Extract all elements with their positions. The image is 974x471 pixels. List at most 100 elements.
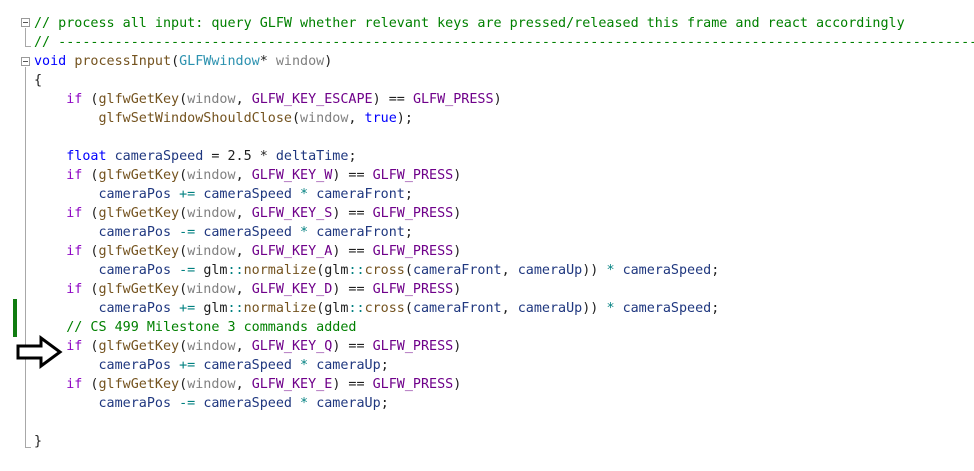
code-token: cameraFront (316, 225, 405, 240)
code-token: * (259, 54, 276, 69)
code-token: , (501, 301, 518, 316)
code-token: )) (582, 301, 607, 316)
code-line[interactable]: cameraPos -= cameraSpeed * cameraFront; (34, 223, 413, 242)
code-token: ( (179, 168, 188, 183)
code-line[interactable]: cameraPos += glm::normalize(glm::cross(c… (34, 299, 720, 318)
code-token: ) == (372, 92, 413, 107)
code-line[interactable]: void processInput(GLFWwindow* window) (34, 52, 332, 71)
code-token (107, 149, 115, 164)
code-token: GLFW_KEY_S (251, 206, 333, 221)
code-token: GLFW_KEY_Q (251, 339, 333, 354)
code-token: } (34, 434, 43, 449)
code-token: glfwGetKey (98, 92, 180, 107)
code-token: window (187, 377, 236, 392)
code-token: window (300, 111, 349, 126)
code-token: ); (396, 111, 413, 126)
code-token: // process all input: query GLFW whether… (34, 16, 905, 31)
code-token: -= (171, 225, 204, 240)
code-line[interactable]: if (glfwGetKey(window, GLFW_KEY_ESCAPE) … (34, 90, 501, 109)
code-line[interactable]: if (glfwGetKey(window, GLFW_KEY_Q) == GL… (34, 337, 461, 356)
code-line[interactable]: cameraPos -= cameraSpeed * cameraUp; (34, 394, 389, 413)
code-token: true (364, 111, 397, 126)
code-line[interactable]: // CS 499 Milestone 3 commands added (34, 318, 356, 337)
code-token (34, 301, 99, 316)
code-token: cameraSpeed (203, 358, 292, 373)
code-token: ( (171, 54, 180, 69)
code-token: // CS 499 Milestone 3 commands added (66, 320, 357, 335)
code-token: ( (82, 206, 99, 221)
code-line[interactable]: if (glfwGetKey(window, GLFW_KEY_A) == GL… (34, 242, 461, 261)
code-token: ( (82, 244, 99, 259)
code-token (34, 92, 66, 107)
code-token (34, 149, 66, 164)
code-token: ) == (332, 282, 373, 297)
code-token: += (171, 301, 204, 316)
code-token: ( (179, 92, 188, 107)
code-token: cameraPos (98, 225, 172, 240)
code-token: window (187, 92, 236, 107)
code-line[interactable]: // process all input: query GLFW whether… (34, 14, 905, 33)
code-token: ; (348, 149, 357, 164)
code-token: , (235, 377, 252, 392)
code-line[interactable]: cameraPos += cameraSpeed * cameraUp; (34, 356, 389, 375)
code-token: ( (316, 301, 325, 316)
code-token: GLFW_PRESS (372, 168, 454, 183)
code-token: cameraFront (412, 301, 502, 316)
code-token: cameraFront (412, 263, 502, 278)
code-line[interactable]: } (34, 432, 42, 451)
code-token: , (235, 282, 252, 297)
code-token: cross (364, 263, 405, 278)
collapse-comment-icon[interactable] (21, 18, 30, 27)
code-token: , (501, 263, 518, 278)
code-line[interactable]: if (glfwGetKey(window, GLFW_KEY_E) == GL… (34, 375, 461, 394)
code-line[interactable]: if (glfwGetKey(window, GLFW_KEY_W) == GL… (34, 166, 461, 185)
code-token: if (66, 168, 83, 183)
code-line[interactable]: if (glfwGetKey(window, GLFW_KEY_D) == GL… (34, 280, 461, 299)
code-token (34, 187, 99, 202)
code-token: -= (171, 263, 204, 278)
code-token: GLFW_KEY_D (251, 282, 333, 297)
code-token (34, 111, 99, 126)
code-token: cross (364, 301, 405, 316)
code-token: ( (404, 301, 413, 316)
code-token: window (187, 339, 236, 354)
code-token: cameraSpeed (203, 187, 292, 202)
code-token: if (66, 339, 83, 354)
code-token (34, 396, 99, 411)
code-token: * (292, 396, 317, 411)
code-token: = 2.5 * (203, 149, 276, 164)
code-token: ) (453, 339, 462, 354)
code-token: ; (711, 301, 720, 316)
code-token: :: (348, 301, 365, 316)
code-token: cameraUp (316, 358, 381, 373)
code-token: window (187, 244, 236, 259)
code-token: ) (324, 54, 333, 69)
code-token: if (66, 206, 83, 221)
code-token: ( (82, 339, 99, 354)
code-token: , (235, 244, 252, 259)
code-line[interactable]: if (glfwGetKey(window, GLFW_KEY_S) == GL… (34, 204, 461, 223)
code-token (615, 263, 623, 278)
code-token: ( (82, 282, 99, 297)
code-line[interactable]: { (34, 71, 42, 90)
code-line[interactable]: cameraPos -= glm::normalize(glm::cross(c… (34, 261, 720, 280)
code-token: , (348, 111, 365, 126)
code-token: cameraPos (98, 263, 172, 278)
code-line[interactable]: float cameraSpeed = 2.5 * deltaTime; (34, 147, 357, 166)
code-token: glm (324, 263, 349, 278)
code-token: ) == (332, 244, 373, 259)
code-line[interactable]: // -------------------------------------… (34, 33, 974, 52)
code-token: normalize (243, 263, 317, 278)
code-token: += (171, 358, 204, 373)
code-line[interactable]: glfwSetWindowShouldClose(window, true); (34, 109, 413, 128)
code-token: ( (82, 168, 99, 183)
code-token: glm (324, 301, 349, 316)
code-token: )) (582, 263, 607, 278)
collapse-function-icon[interactable] (21, 57, 30, 66)
code-token: , (235, 92, 252, 107)
code-token: ( (82, 92, 99, 107)
code-token: GLFW_PRESS (372, 244, 454, 259)
code-line[interactable]: cameraPos += cameraSpeed * cameraFront; (34, 185, 413, 204)
code-token: ; (404, 187, 413, 202)
